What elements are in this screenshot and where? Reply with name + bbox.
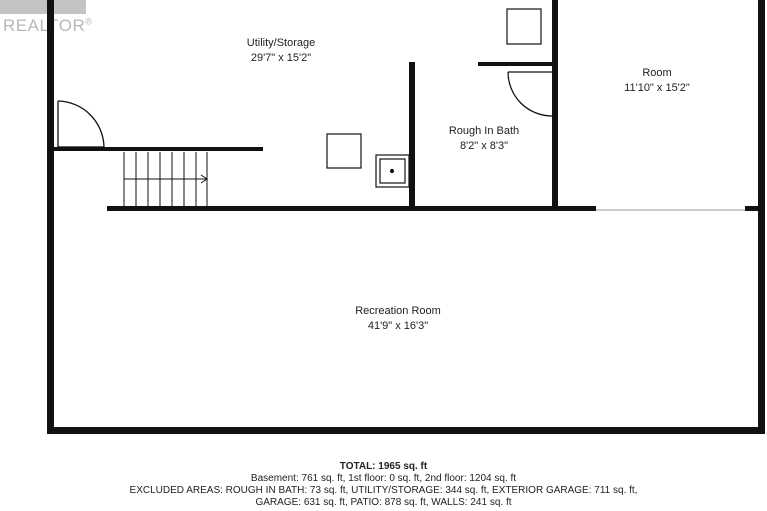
area-summary: TOTAL: 1965 sq. ft Basement: 761 sq. ft,…: [0, 461, 767, 509]
room-dims: 29'7" x 15'2": [250, 52, 312, 64]
excluded-areas: EXCLUDED AREAS: ROUGH IN BATH: 73 sq. ft…: [129, 485, 638, 496]
room-name: Recreation Room: [355, 305, 441, 317]
room-dims: 11'10" x 15'2": [624, 82, 690, 94]
fixture-box-top: [506, 8, 542, 45]
wall-bath-left: [409, 62, 415, 211]
door-bath: [507, 71, 553, 117]
wall-bottom: [47, 427, 765, 434]
room-recreation-room: Recreation Room 41'9" x 16'3": [355, 304, 441, 334]
excluded-areas-cont: GARAGE: 631 sq. ft, PATIO: 878 sq. ft, W…: [255, 497, 512, 508]
wall-right-stub: [745, 206, 759, 211]
room-utility-storage: Utility/Storage 29'7" x 15'2": [247, 36, 315, 66]
fixture-box-utility: [326, 133, 362, 169]
room-dims: 8'2" x 8'3": [459, 140, 509, 152]
room-name: Utility/Storage: [246, 37, 316, 49]
room-name: Room: [642, 67, 672, 79]
wall-right: [758, 0, 765, 434]
room-rough-in-bath: Rough In Bath 8'2" x 8'3": [449, 124, 519, 154]
reg-mark: ®: [85, 16, 93, 27]
sink-icon: [375, 154, 410, 188]
wall-mid-horizontal: [107, 206, 596, 211]
realtor-logo-mark: [0, 0, 86, 14]
room-dims: 41'9" x 16'3": [367, 320, 429, 332]
wall-bath-top: [478, 62, 555, 66]
realtor-logo: REALTOR®: [3, 16, 92, 36]
logo-text: REALTOR: [3, 16, 86, 35]
door-left: [57, 100, 105, 151]
total-area: TOTAL: 1965 sq. ft: [339, 461, 428, 472]
wall-left: [47, 0, 54, 434]
wall-stairs-top: [54, 147, 263, 151]
wall-bath-right: [552, 0, 558, 211]
room-name: Rough In Bath: [448, 125, 520, 137]
floor-areas: Basement: 761 sq. ft, 1st floor: 0 sq. f…: [250, 473, 517, 484]
walls: [47, 0, 765, 434]
room-room: Room 11'10" x 15'2": [624, 66, 690, 96]
stairs: [123, 152, 208, 206]
